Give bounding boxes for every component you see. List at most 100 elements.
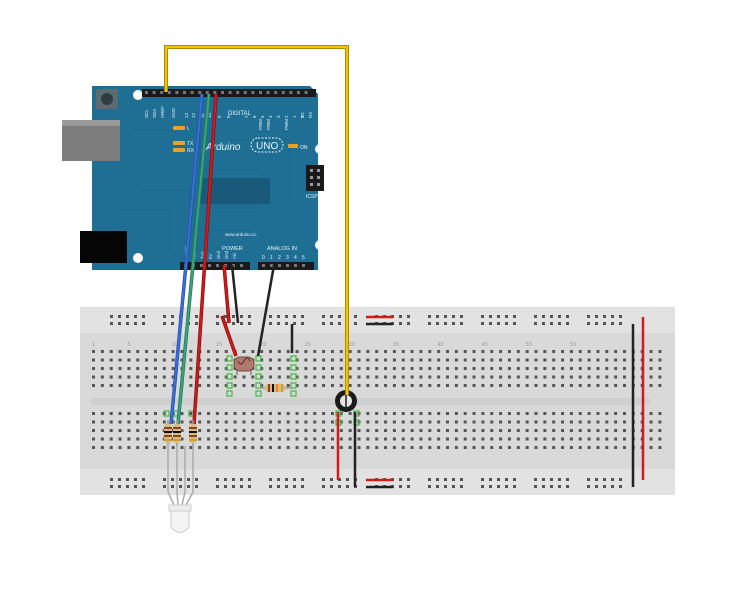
breadboard-hole [552,375,556,379]
breadboard-hole [490,429,494,432]
breadboard-hole [605,412,609,415]
breadboard-hole [134,485,137,488]
breadboard-hole [180,437,184,441]
breadboard-hole [552,437,556,441]
breadboard-hole [454,375,458,379]
breadboard-hole [489,485,492,488]
breadboard-hole [339,384,343,387]
breadboard-hole [525,437,529,441]
breadboard-hole [189,384,193,387]
analog-pin-label: 2 [278,255,281,261]
breadboard-hole [348,375,352,379]
led-resistors [164,420,197,446]
breadboard-hole [384,367,388,370]
breadboard-hole [118,429,122,432]
breadboard-hole [339,375,343,379]
breadboard-hole [110,478,113,481]
breadboard-hole [277,367,281,370]
breadboard-hole [232,315,235,318]
breadboard-hole [145,437,149,441]
breadboard-hole [313,375,317,379]
breadboard-hole [248,315,251,318]
breadboard-hole [118,412,122,415]
breadboard-hole [446,429,449,432]
breadboard-hole [384,429,388,432]
breadboard-hole [136,350,140,353]
breadboard-hole [472,412,476,415]
breadboard-hole [605,420,609,424]
breadboard-hole [399,485,402,488]
breadboard-hole [596,412,600,415]
breadboard-hole [322,485,325,488]
breadboard-hole [224,478,227,481]
breadboard-hole [490,350,494,353]
breadboard-hole [481,446,485,449]
pwm-label: PWM [258,119,263,130]
breadboard-hole [304,437,308,441]
breadboard-hole [623,420,626,424]
breadboard-hole [233,420,237,424]
breadboard-hole [566,315,569,318]
breadboard-hole [375,437,379,441]
top-pin-label: GND [171,107,176,118]
breadboard-hole [525,446,529,449]
breadboard-hole [295,437,299,441]
top-pin-label: 0 [300,115,305,118]
breadboard-hole [446,446,449,449]
breadboard-hole [384,446,388,449]
breadboard-hole [658,375,662,379]
breadboard-hole [472,350,476,353]
header-pin [216,264,219,267]
breadboard-hole [558,485,561,488]
breadboard-hole [180,358,184,362]
breadboard-hole [224,420,228,424]
breadboard-hole [248,478,251,481]
breadboard-hole [444,322,447,325]
connected-hole [226,373,233,380]
breadboard-hole [145,420,149,424]
breadboard-hole [301,478,304,481]
header-pin [240,264,243,267]
breadboard-hole [649,437,653,441]
breadboard-hole [145,446,149,449]
breadboard-hole [330,315,333,318]
breadboard-bottom-rail [80,469,675,495]
breadboard-hole [516,358,520,362]
breadboard-hole [619,485,622,488]
breadboard-hole [153,358,157,362]
breadboard-hole [499,420,503,424]
breadboard-hole [295,384,299,387]
breadboard-hole [410,358,414,362]
breadboard-hole [366,420,370,424]
breadboard-hole [472,367,476,370]
svg-text:L: L [187,126,190,132]
breadboard-hole [566,478,569,481]
breadboard-hole [463,420,467,424]
breadboard-hole [497,478,500,481]
breadboard-hole [330,375,334,379]
column-number: 1 [92,342,95,348]
breadboard-hole [136,412,140,415]
breadboard-hole [269,367,272,370]
breadboard-hole [552,358,556,362]
breadboard-hole [550,315,553,318]
breadboard-hole [463,350,467,353]
breadboard-hole [649,375,653,379]
breadboard-hole [446,375,449,379]
breadboard-hole [189,358,193,362]
breadboard-hole [552,429,556,432]
breadboard-hole [322,375,326,379]
breadboard-hole [304,375,308,379]
breadboard-hole [207,420,211,424]
breadboard-hole [463,437,467,441]
breadboard-hole [614,446,618,449]
breadboard-hole [534,350,538,353]
breadboard-hole [437,437,441,441]
breadboard-hole [215,350,219,353]
breadboard-hole [516,367,520,370]
top-pin-label: 7 [244,115,249,118]
breadboard-hole [578,429,582,432]
breadboard-hole [603,322,606,325]
breadboard-hole [542,322,545,325]
breadboard-hole [118,350,122,353]
